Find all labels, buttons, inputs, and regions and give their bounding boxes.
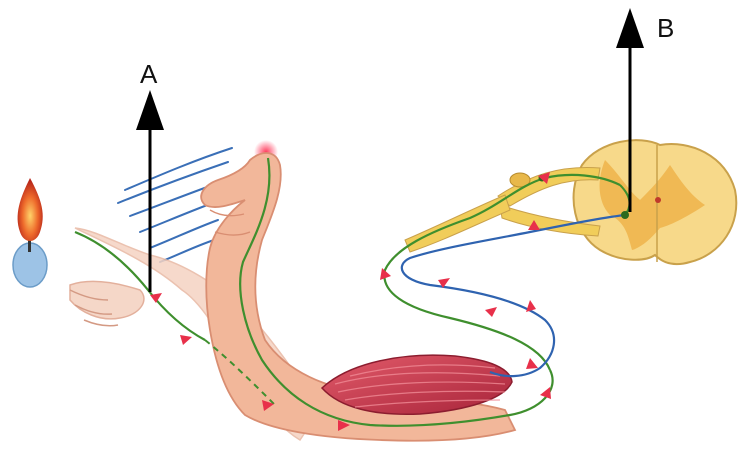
label-a: A	[140, 59, 158, 89]
candle-flame-icon	[13, 178, 47, 287]
label-b: B	[657, 13, 674, 43]
spinal-cord-section	[574, 140, 737, 264]
spinal-nerve-trunk	[405, 167, 600, 252]
